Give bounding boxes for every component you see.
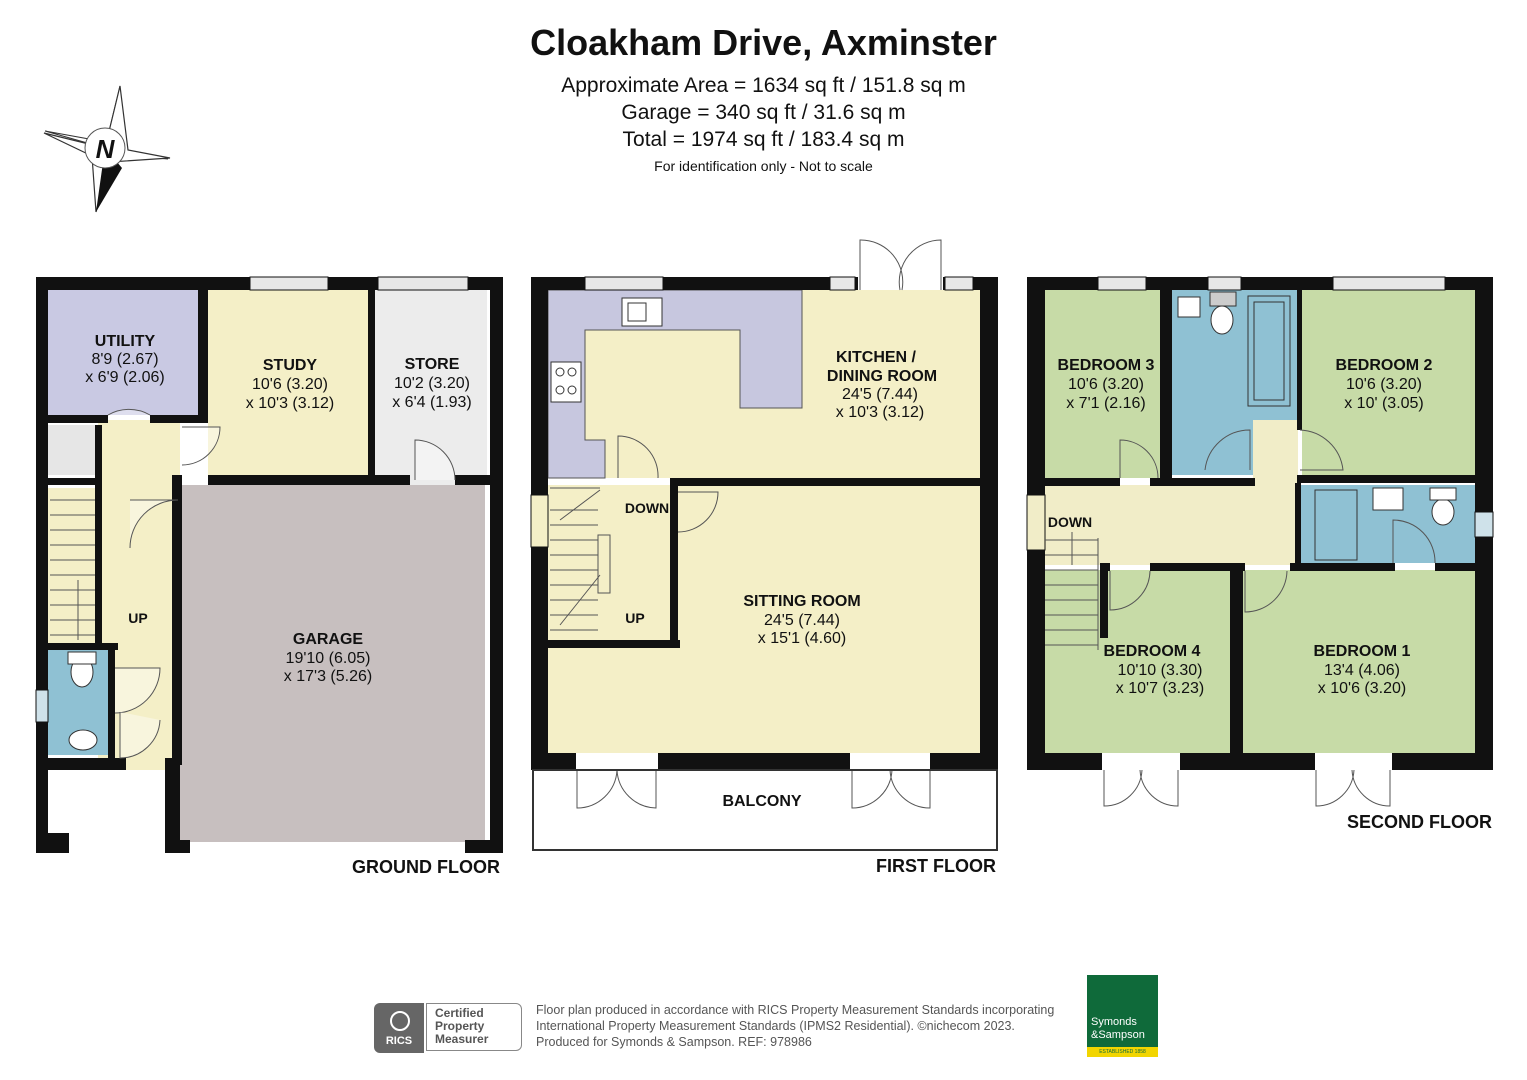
ground-stairs-area [48, 488, 98, 643]
rics-logo-text: RICS [385, 1035, 413, 1047]
store-label: STORE [405, 356, 460, 373]
second-floor-plan: BEDROOM 3 10'6 (3.20) x 7'1 (2.16) BEDRO… [1026, 276, 1494, 832]
garage-label: GARAGE [293, 631, 364, 648]
garage-area: Garage = 340 sq ft / 31.6 sq m [621, 101, 906, 124]
bedroom-3-dims: 10'6 (3.20) [1068, 376, 1144, 393]
landing [1045, 485, 1295, 565]
bedroom-4-dims: 10'10 (3.30) [1118, 662, 1203, 679]
property-text: Property [435, 1019, 485, 1033]
study-label: STUDY [263, 357, 318, 374]
ground-floor-plan: UTILITY 8'9 (2.67) x 6'9 (2.06) STUDY 10… [35, 276, 503, 877]
utility-dims-2: x 6'9 (2.06) [85, 369, 165, 386]
scale-note: For identification only - Not to scale [654, 158, 873, 174]
footer-line-1: Floor plan produced in accordance with R… [536, 1003, 1055, 1017]
garage-room [180, 485, 485, 842]
store-room [375, 290, 487, 480]
bedroom-2-dims-2: x 10' (3.05) [1344, 395, 1424, 412]
measurer-text: Measurer [435, 1032, 489, 1046]
second-stairs-down-label: DOWN [1048, 514, 1092, 530]
first-stairs-down-label: DOWN [625, 500, 669, 516]
sitting-room-dims: 24'5 (7.44) [764, 612, 840, 629]
footer-disclaimer: Floor plan produced in accordance with R… [536, 1002, 1054, 1050]
rics-logo-icon: RICS [374, 1003, 424, 1053]
garage-dims-2: x 17'3 (5.26) [284, 668, 372, 685]
approximate-area: Approximate Area = 1634 sq ft / 151.8 sq… [561, 74, 966, 97]
bedroom-4-dims-2: x 10'7 (3.23) [1116, 680, 1204, 697]
first-floor-label: FIRST FLOOR [876, 856, 996, 876]
kitchen-dims: 24'5 (7.44) [842, 386, 918, 403]
bedroom-1-dims-2: x 10'6 (3.20) [1318, 680, 1406, 697]
brand-name-1: Symonds [1091, 1016, 1137, 1028]
bedroom-4-label: BEDROOM 4 [1104, 643, 1201, 660]
bedroom-3-label: BEDROOM 3 [1058, 357, 1155, 374]
kitchen-dims-2: x 10'3 (3.12) [836, 404, 924, 421]
bedroom-3-dims-2: x 7'1 (2.16) [1066, 395, 1146, 412]
dining-room-label: DINING ROOM [827, 368, 937, 385]
utility-label: UTILITY [95, 333, 156, 350]
garage-dims: 19'10 (6.05) [286, 650, 371, 667]
kitchen-label: KITCHEN / [836, 349, 917, 366]
utility-dims: 8'9 (2.67) [91, 351, 158, 368]
kitchen-counter [547, 289, 803, 479]
compass-rose-icon: N [43, 85, 171, 213]
first-stairs-up-label: UP [625, 610, 644, 626]
cupboard [48, 425, 98, 475]
total-area: Total = 1974 sq ft / 183.4 sq m [622, 128, 905, 151]
store-dims: 10'2 (3.20) [394, 375, 470, 392]
second-floor-label: SECOND FLOOR [1347, 812, 1492, 832]
bedroom-1-dims: 13'4 (4.06) [1324, 662, 1400, 679]
sitting-room-label: SITTING ROOM [743, 593, 860, 610]
study-room [208, 290, 368, 475]
balcony-label: BALCONY [722, 793, 801, 810]
certified-text: Certified [435, 1006, 484, 1020]
symonds-sampson-logo: Symonds &Sampson ESTABLISHED 1858 [1087, 975, 1158, 1057]
sitting-room-dims-2: x 15'1 (4.60) [758, 630, 846, 647]
ground-floor-label: GROUND FLOOR [352, 857, 500, 877]
store-dims-2: x 6'4 (1.93) [392, 394, 472, 411]
study-dims-2: x 10'3 (3.12) [246, 395, 334, 412]
bedroom-2-label: BEDROOM 2 [1336, 357, 1433, 374]
bedroom-1-label: BEDROOM 1 [1314, 643, 1411, 660]
study-dims: 10'6 (3.20) [252, 376, 328, 393]
utility-room [48, 290, 198, 415]
ground-stairs-up-label: UP [128, 610, 147, 626]
first-floor-plan: BALCONY KITCHEN / DINING ROOM 24'5 (7.44… [530, 239, 998, 876]
footer-line-2: International Property Measurement Stand… [536, 1019, 1015, 1033]
bedroom-2-dims: 10'6 (3.20) [1346, 376, 1422, 393]
plan-title: Cloakham Drive, Axminster [530, 22, 997, 63]
compass-north-label: N [96, 134, 116, 164]
rics-certified-badge: RICS Certified Property Measurer [374, 1003, 524, 1053]
brand-name-2: &Sampson [1091, 1029, 1145, 1041]
brand-established: ESTABLISHED 1858 [1087, 1047, 1158, 1057]
sitting-room [548, 485, 980, 753]
bedroom-1 [1243, 570, 1475, 753]
footer-line-3: Produced for Symonds & Sampson. REF: 978… [536, 1035, 812, 1049]
